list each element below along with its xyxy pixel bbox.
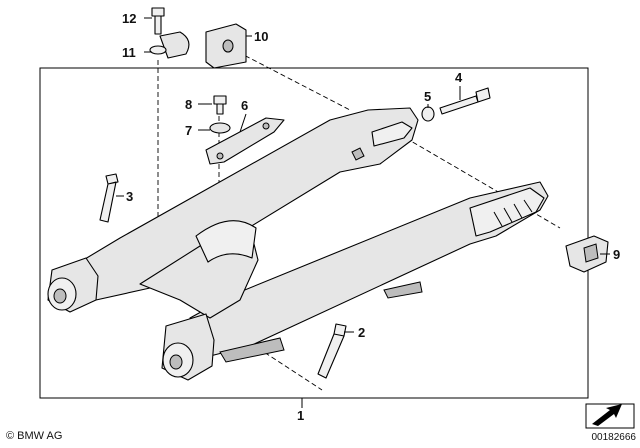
callout-4: 4	[455, 70, 463, 85]
part-4-bolt	[439, 87, 491, 115]
swingarm-pivot-slot	[371, 121, 413, 147]
part-6-hole-a	[216, 152, 224, 160]
rib-3	[513, 203, 523, 219]
part-11-washer	[149, 45, 167, 55]
part-2-bolt	[317, 323, 347, 379]
callout-7: 7	[185, 123, 192, 138]
callout-6: 6	[241, 98, 248, 113]
swingarm-lower-end-block	[469, 187, 545, 237]
part-6-hole-b	[262, 122, 270, 130]
callout-8: 8	[185, 97, 192, 112]
leader-6	[239, 113, 247, 133]
callout-5: 5	[424, 89, 431, 104]
corner-arrow-icon	[585, 403, 635, 429]
part-9-slot	[583, 243, 599, 263]
callout-12: 12	[122, 11, 136, 26]
document-number: 00182666	[591, 432, 637, 443]
brace-tube	[195, 220, 257, 263]
part-11-clamp	[159, 31, 190, 59]
part-5-washer	[421, 106, 435, 122]
pivot-bore-inner-upper	[53, 288, 67, 304]
callout-1: 1	[297, 408, 304, 423]
part-3-bolt	[99, 173, 119, 223]
part-6-bracket	[205, 117, 285, 165]
brace-under-lug	[383, 281, 423, 299]
part-12-bolt	[151, 7, 165, 35]
copyright-text: © BMW AG	[6, 430, 63, 442]
rib-2	[503, 207, 513, 223]
callout-10: 10	[254, 29, 268, 44]
part-7-cap	[209, 122, 231, 134]
swingarm-upper-arm	[79, 107, 419, 301]
alignment-line-10	[237, 51, 351, 111]
callout-3: 3	[126, 189, 133, 204]
callout-9: 9	[613, 247, 620, 262]
rib-4	[523, 199, 533, 213]
part-10-hole	[222, 39, 234, 53]
callout-11: 11	[122, 45, 136, 60]
pivot-bore-inner-lower	[169, 354, 183, 370]
brace-lower-lug	[219, 337, 285, 363]
rib-1	[493, 211, 503, 227]
part-8-screw	[213, 95, 227, 115]
callout-2: 2	[358, 325, 365, 340]
swingarm-pivot-hole	[351, 147, 365, 161]
assembly-frame	[39, 67, 589, 399]
